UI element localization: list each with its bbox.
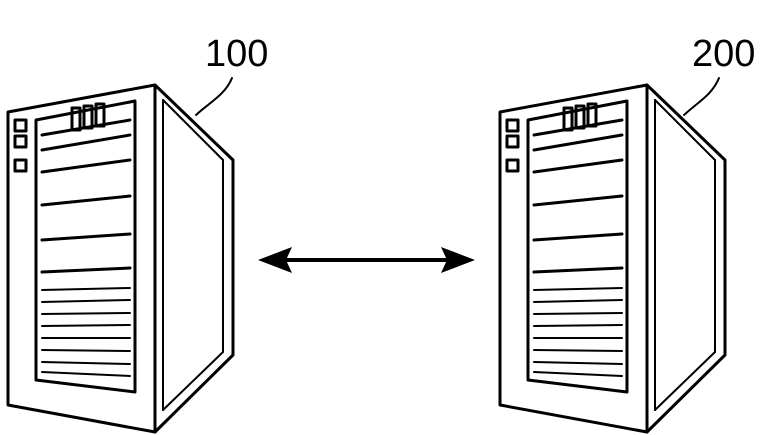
double-headed-arrow-icon bbox=[258, 247, 475, 273]
ref-label-200: 200 bbox=[692, 33, 755, 75]
server-tower-icon bbox=[498, 83, 727, 434]
leader-line-100 bbox=[195, 77, 233, 116]
ref-label-100: 100 bbox=[205, 33, 268, 75]
server-tower-icon bbox=[6, 83, 235, 434]
leader-line-200 bbox=[683, 77, 720, 116]
server-100: 100 bbox=[6, 33, 268, 434]
server-200: 200 bbox=[498, 33, 755, 434]
